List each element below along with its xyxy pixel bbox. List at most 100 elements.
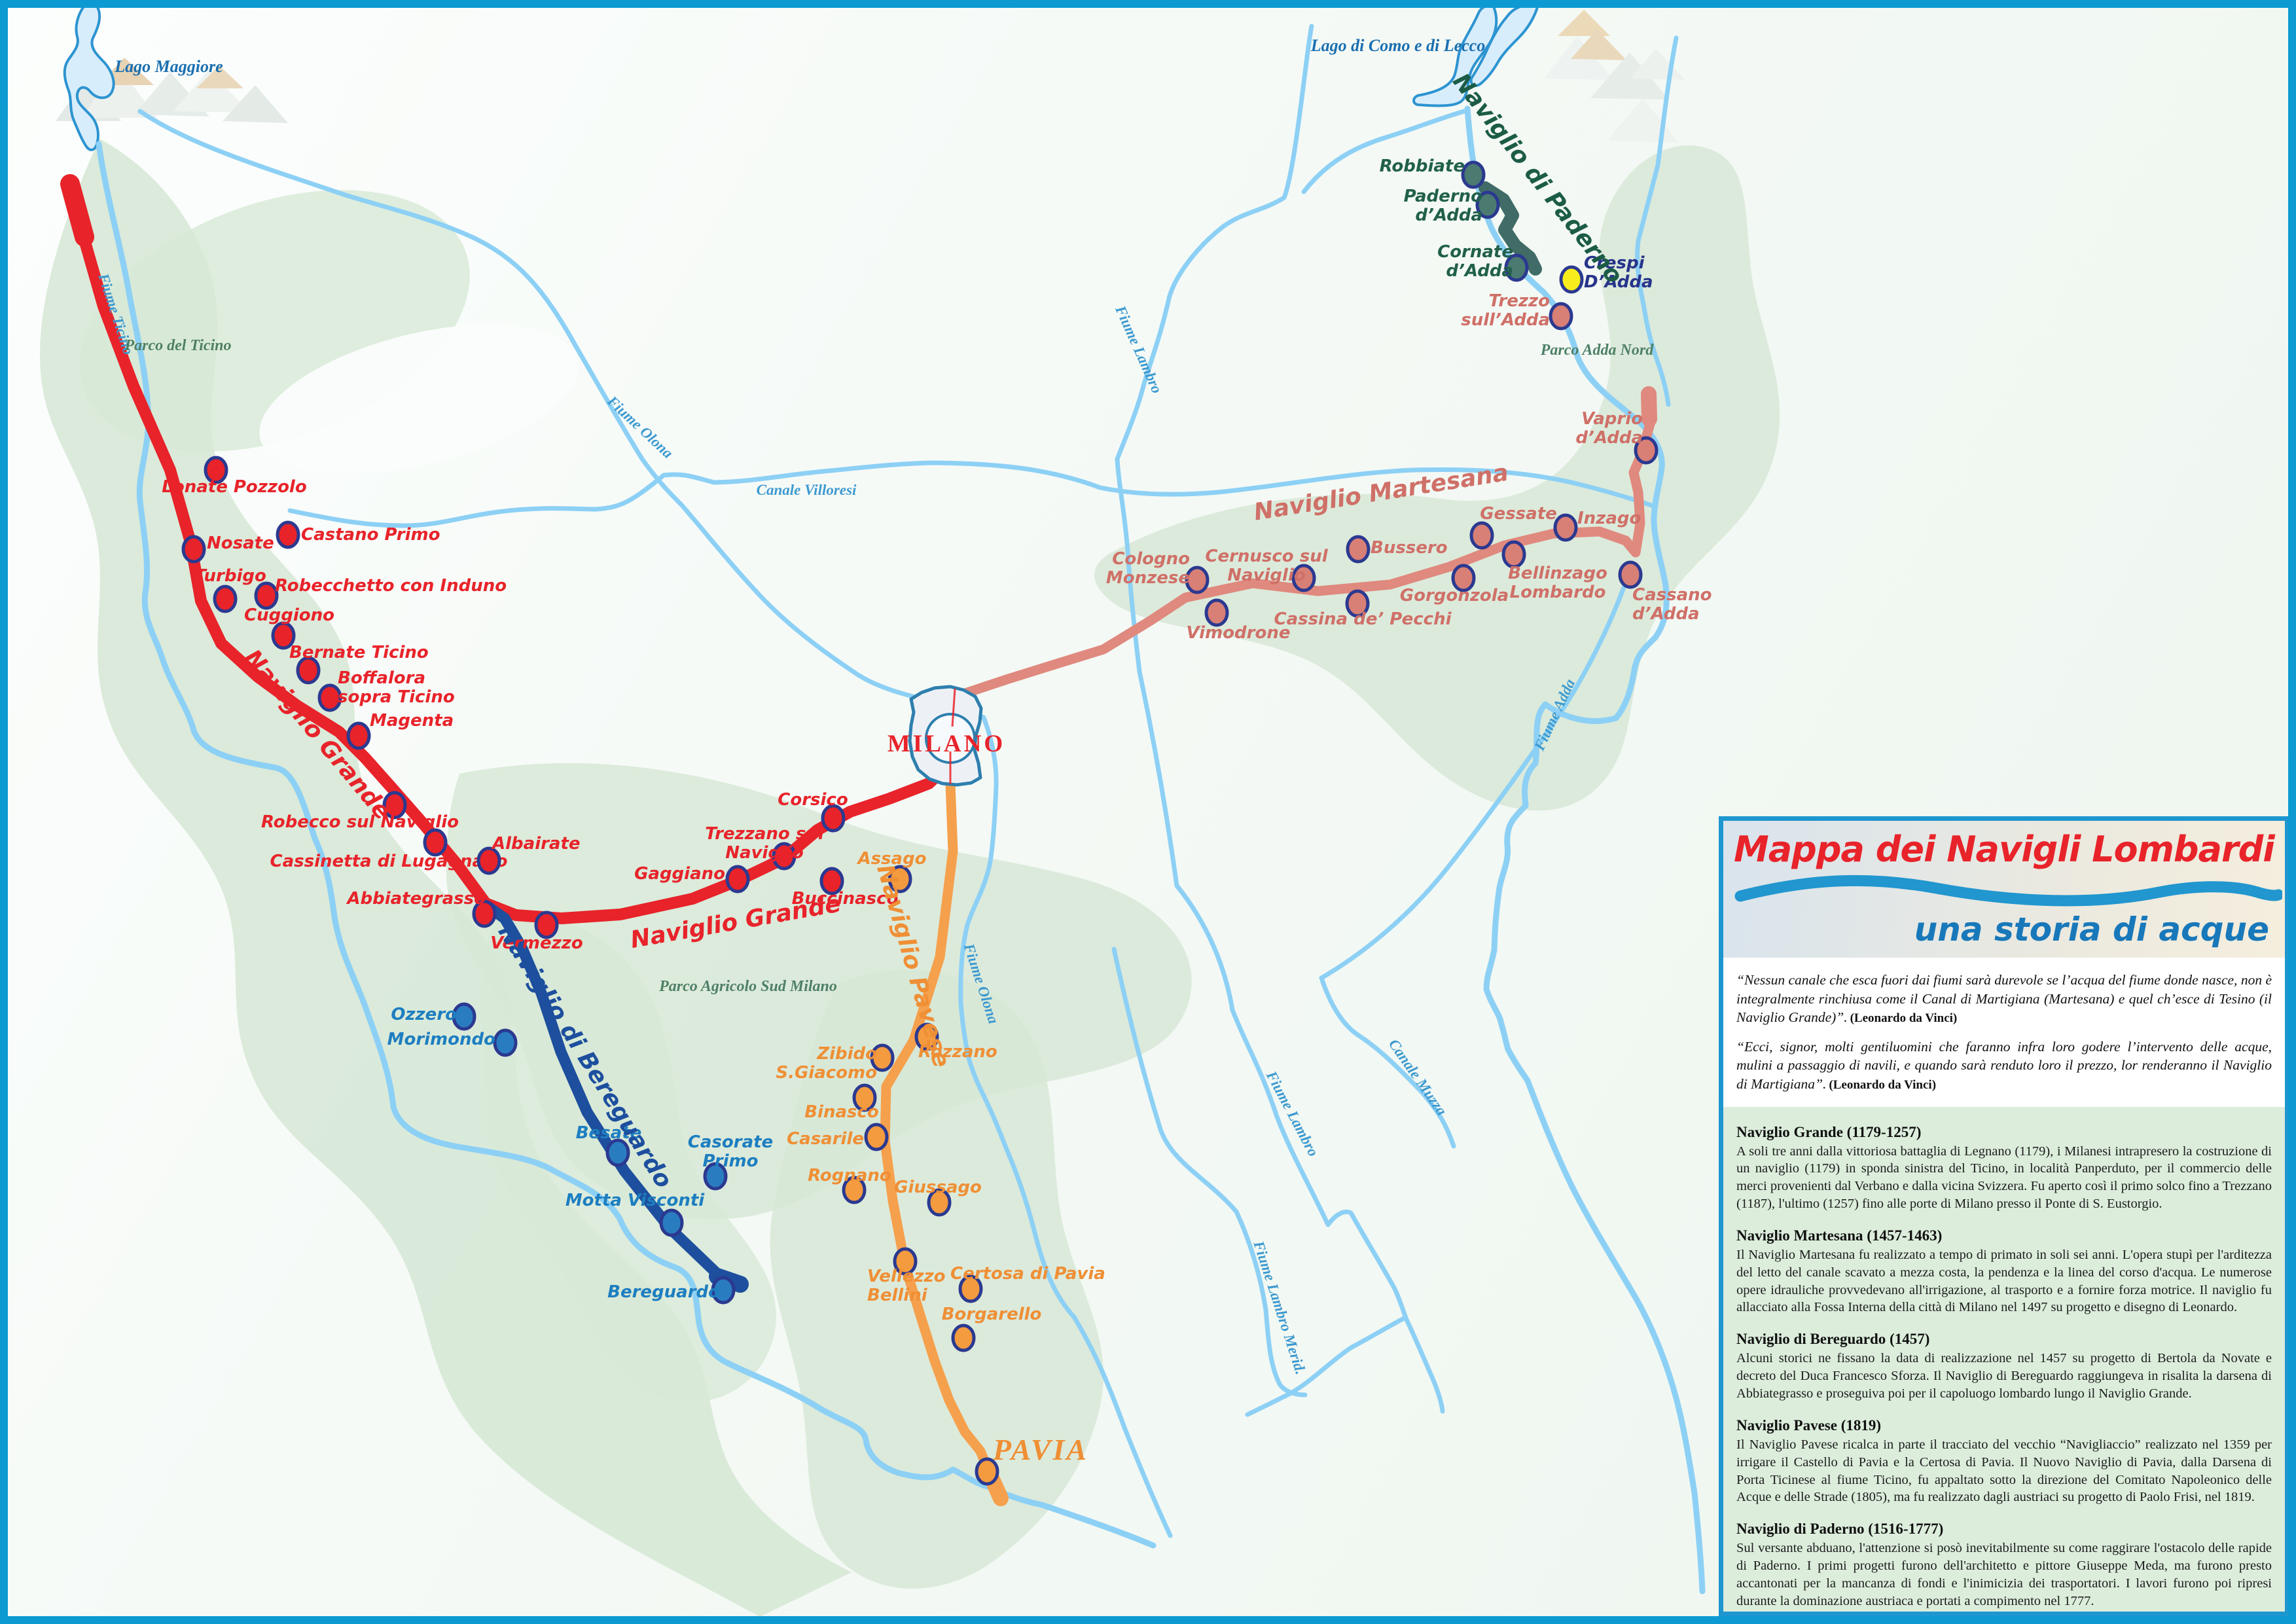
town-dot-zibido-s-giacomo xyxy=(870,1043,895,1072)
park-label-parco-agricolo-sud-milano: Parco Agricolo Sud Milano xyxy=(658,978,837,995)
quote-1-attribution: (Leonardo da Vinci) xyxy=(1850,1011,1958,1026)
city-label-milano: MILANO xyxy=(888,731,1005,757)
town-dot-inzago xyxy=(1553,513,1578,542)
town-label-gaggiano: Gaggiano xyxy=(634,864,725,884)
water-label-fiume-lambro-merid-9: Fiume Lambro Merid. xyxy=(1250,1238,1309,1377)
rivers xyxy=(96,24,1706,1595)
town-dot-morimondo xyxy=(493,1028,518,1057)
panel-header: Mappa dei Navigli Lombardi una storia di… xyxy=(1723,821,2285,958)
town-label-rognano: Rognano xyxy=(808,1166,891,1185)
town-dot-bereguardo xyxy=(711,1276,736,1305)
lago-como-shape xyxy=(1412,3,1540,107)
town-dot-robecco-sul-naviglio xyxy=(382,791,407,820)
park-areas xyxy=(40,139,1780,1617)
quote-1-text: “Nessun canale che esca fuori dai fiumi … xyxy=(1736,972,2272,1026)
section-heading-naviglio-paderno: Naviglio di Paderno (1516-1777) xyxy=(1736,1521,1944,1538)
town-dot-paderno-d-adda xyxy=(1475,190,1500,219)
milano-city xyxy=(908,685,983,787)
town-label-buccinasco: Buccinasco xyxy=(792,889,899,909)
wave-divider-icon xyxy=(1734,875,2282,907)
town-label-gorgonzola: Gorgonzola xyxy=(1400,586,1509,605)
info-panel: Mappa dei Navigli Lombardi una storia di… xyxy=(1719,816,2289,1616)
quote-2: “Ecci, signor, molti gentiluomini che fa… xyxy=(1736,1038,2272,1094)
town-dot-trezzo-sull-adda xyxy=(1549,302,1573,331)
town-label-inzago: Inzago xyxy=(1577,509,1641,528)
town-label-magenta: Magenta xyxy=(370,711,454,731)
naviglio-grande-head xyxy=(60,174,94,247)
naviglio-paderno-canal xyxy=(1479,181,1542,276)
town-dot-vaprio-d-adda xyxy=(1634,436,1659,465)
town-label-vermezzo: Vermezzo xyxy=(490,933,583,953)
town-label-motta-visconti: Motta Visconti xyxy=(565,1191,705,1210)
town-label-besate: Besate xyxy=(576,1123,642,1143)
town-label-bereguardo: Bereguardo xyxy=(607,1282,720,1302)
town-label-cuggiono: Cuggiono xyxy=(244,605,334,625)
panel-quotes: “Nessun canale che esca fuori dai fiumi … xyxy=(1723,958,2285,1107)
town-label-turbigo: Turbigo xyxy=(194,566,266,586)
town-dot-nosate xyxy=(181,535,206,564)
town-dot-assago xyxy=(888,865,912,893)
town-dot-giussago xyxy=(927,1188,952,1217)
fiume-ticino-river xyxy=(96,141,1157,1549)
city-label-pavia: PAVIA xyxy=(992,1433,1088,1466)
fiume-lambro-river xyxy=(1115,24,1445,1414)
town-label-giussago: Giussago xyxy=(894,1178,982,1197)
town-dot-rozzano xyxy=(914,1022,939,1051)
fiume-lambro-branch xyxy=(1245,1315,1408,1417)
town-label-casarile: Casarile xyxy=(787,1129,864,1149)
town-label-rozzano: Rozzano xyxy=(918,1042,997,1062)
panel-title: Mappa dei Navigli Lombardi xyxy=(1734,829,2275,870)
town-dot-abbiategrasso xyxy=(472,899,497,928)
canale-villoresi-river xyxy=(287,460,1656,528)
adda-tributary-river xyxy=(1635,35,1679,407)
quote-1: “Nessun canale che esca fuori dai fiumi … xyxy=(1736,971,2272,1027)
town-label-robecchetto-con-induno: Robecchetto con Induno xyxy=(275,576,507,596)
town-dot-casorate-primo xyxy=(703,1162,728,1191)
white-tongue xyxy=(259,324,579,475)
town-dot-cernusco-sul-naviglio xyxy=(1291,564,1316,592)
town-dot-robecchetto-con-induno xyxy=(254,581,279,610)
town-dot-casarile xyxy=(864,1123,889,1151)
town-dot-cassano-d-adda xyxy=(1618,560,1643,589)
town-dot-bussero xyxy=(1346,535,1371,564)
town-label-borgarello: Borgarello xyxy=(942,1305,1042,1324)
water-label-fiume-lambro-8: Fiume Lambro xyxy=(1263,1068,1321,1159)
town-dot-certosa-di-pavia xyxy=(958,1274,983,1303)
town-label-certosa-di-pavia: Certosa di Pavia xyxy=(950,1264,1105,1284)
mountains-maggiore xyxy=(56,58,288,123)
town-dot-borgarello xyxy=(951,1324,976,1352)
water-label-lago-maggiore-0: Lago Maggiore xyxy=(114,57,223,76)
section-body-naviglio-pavese: Il Naviglio Pavese ricalca in parte il t… xyxy=(1736,1437,2272,1505)
town-label-nosate: Nosate xyxy=(207,533,274,553)
park-label-parco-adda-nord: Parco Adda Nord xyxy=(1540,342,1654,359)
park-martesana-adda xyxy=(1094,145,1780,811)
fiume-olona-river xyxy=(137,109,1173,1538)
water-label-lago-di-como-e-di-lecco-1: Lago di Como e di Lecco xyxy=(1310,36,1485,55)
town-dot-binasco xyxy=(852,1083,877,1112)
section-body-naviglio-martesana: Il Naviglio Martesana fu realizzato a te… xyxy=(1736,1247,2272,1315)
town-dot-ozzero xyxy=(452,1002,476,1031)
town-dot-corsico xyxy=(821,804,846,833)
milano-inner-canal xyxy=(949,688,956,784)
section-body-naviglio-grande: A soli tre anni dalla vittoriosa battagl… xyxy=(1736,1144,2272,1212)
section-heading-naviglio-martesana: Naviglio Martesana (1457-1463) xyxy=(1736,1227,1943,1244)
town-dot-boffalora-sopra-ticino xyxy=(317,683,342,712)
town-dot-rognano xyxy=(842,1176,867,1204)
town-label-corsico: Corsico xyxy=(778,790,848,810)
town-label-gessate: Gessate xyxy=(1480,504,1557,524)
town-dot-pavia xyxy=(975,1457,999,1486)
town-label-ozzero: Ozzero xyxy=(391,1005,457,1024)
town-dot-lonate-pozzolo xyxy=(204,456,228,484)
town-label-bussero: Bussero xyxy=(1371,538,1448,558)
